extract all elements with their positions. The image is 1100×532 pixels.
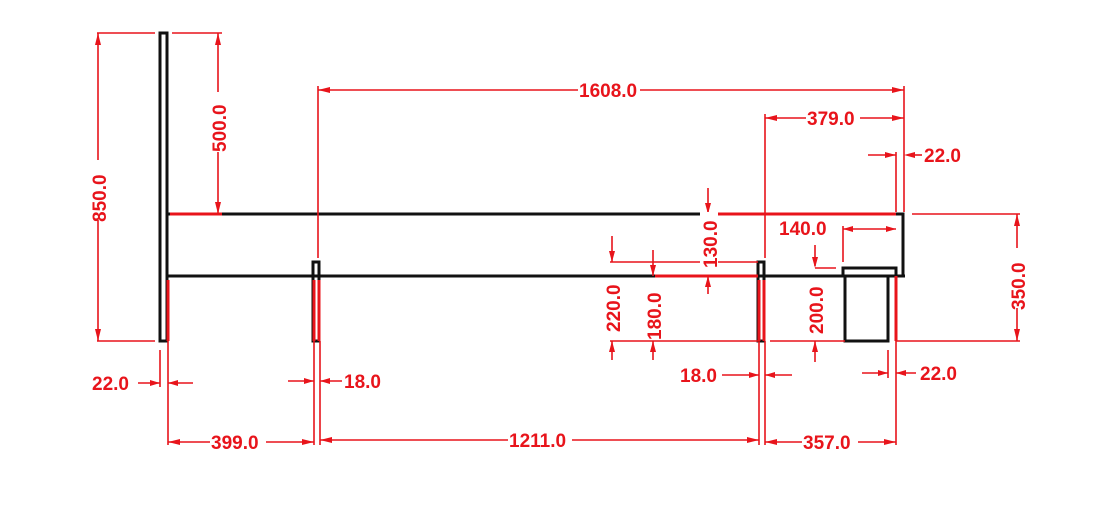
label-left-leg-thickness: 18.0 — [344, 372, 381, 393]
label-upright-upper: 500.0 — [210, 104, 231, 152]
label-top-length: 1608.0 — [579, 81, 637, 102]
label-box-wall-thickness: 22.0 — [920, 364, 957, 385]
right-end-post — [896, 212, 905, 278]
label-overall-height: 850.0 — [90, 174, 111, 222]
label-end-offset: 140.0 — [779, 219, 827, 240]
label-right-post-thickness: 22.0 — [924, 146, 961, 167]
dimension-lines — [95, 32, 1020, 445]
end-box — [843, 274, 890, 343]
label-leg-height-inner: 180.0 — [645, 292, 666, 340]
label-left-post-thickness: 22.0 — [92, 374, 129, 395]
left-post — [158, 31, 169, 343]
label-right-segment: 379.0 — [807, 109, 855, 130]
object-geometry — [158, 31, 905, 343]
label-beam-depth-right: 350.0 — [1009, 262, 1030, 310]
label-beam-gap: 130.0 — [701, 220, 722, 268]
dimension-labels: 850.0 500.0 1608.0 379.0 22.0 130.0 140.… — [88, 80, 1030, 454]
label-right-leg-thickness: 18.0 — [680, 366, 717, 387]
label-span-middle: 1211.0 — [509, 431, 566, 452]
label-box-height: 200.0 — [807, 286, 828, 334]
label-span-right: 357.0 — [803, 433, 851, 454]
label-span-left: 399.0 — [211, 433, 259, 454]
label-leg-height-outer: 220.0 — [604, 284, 625, 332]
